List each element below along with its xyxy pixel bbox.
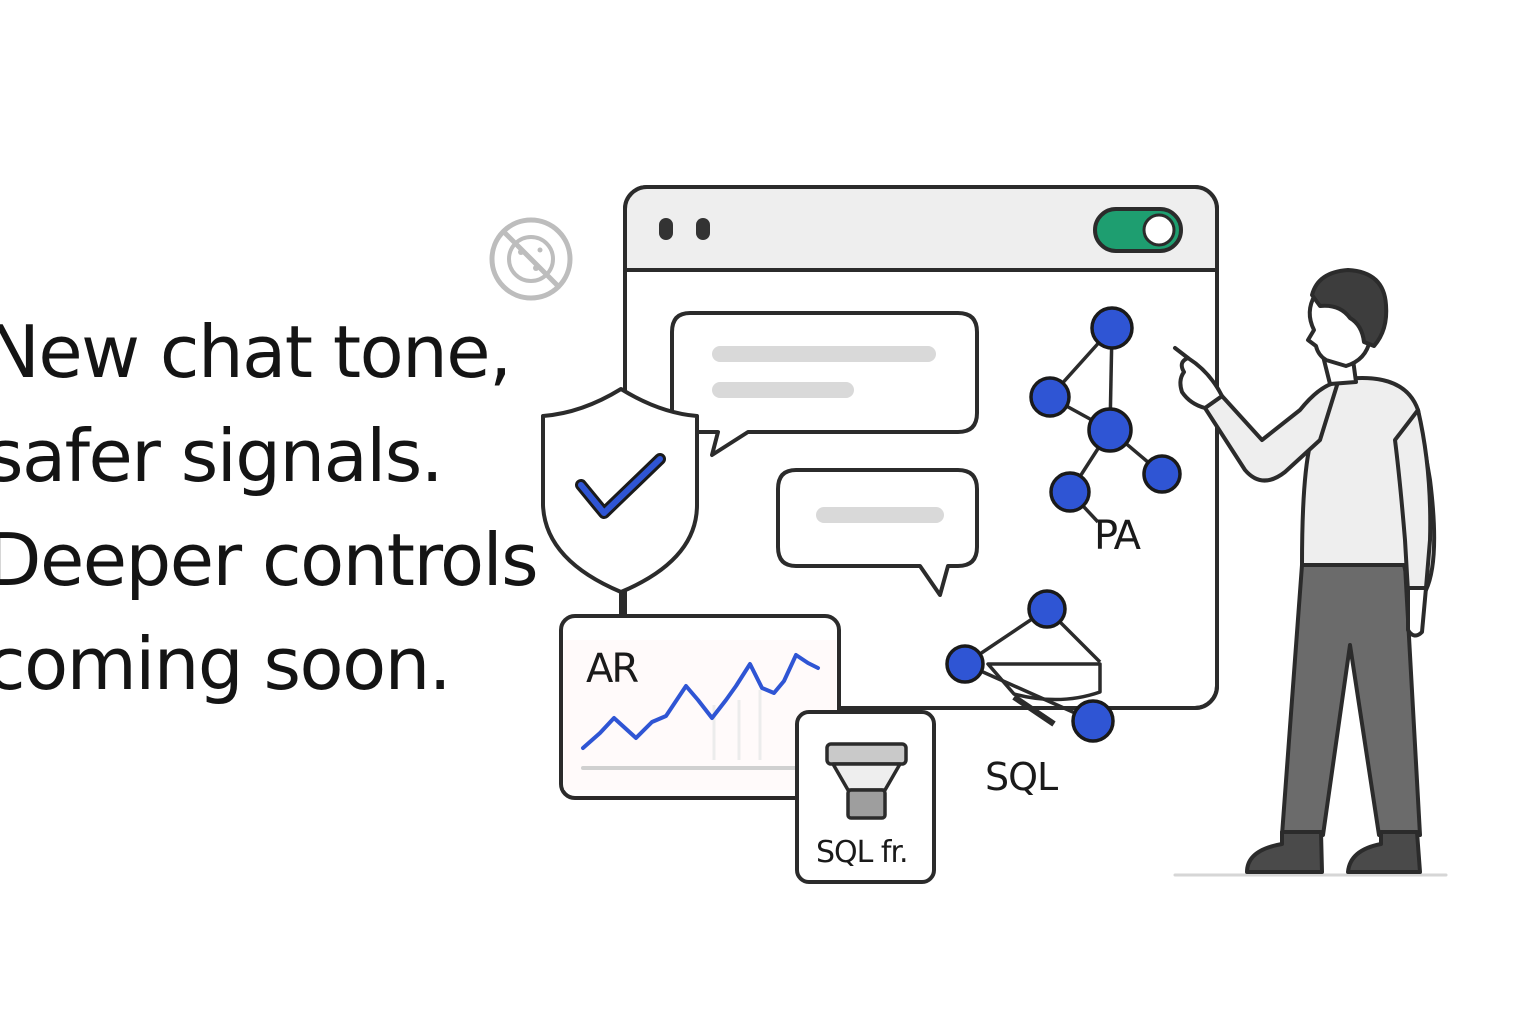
- person-figure: [1173, 268, 1448, 877]
- network-graph-pa: PA: [1029, 306, 1182, 559]
- chart-card-label: AR: [586, 646, 638, 692]
- graph-label-pa: PA: [1094, 513, 1142, 559]
- chat-bubble-incoming: [670, 311, 979, 457]
- chat-bubble-outgoing: [776, 468, 979, 597]
- no-cookies-icon: [489, 217, 573, 301]
- chart-card-ar: AR: [559, 614, 841, 800]
- headline-line-2: safer signals.: [0, 414, 444, 498]
- filter-card-label: SQL fr.: [816, 835, 908, 870]
- network-graph-sql: SQL: [945, 589, 1115, 799]
- headline-line-1: New chat tone,: [0, 310, 512, 394]
- window-dot-2: [696, 218, 710, 240]
- toggle-switch[interactable]: [1093, 207, 1183, 253]
- filter-funnel-icon: [825, 742, 908, 820]
- filter-card: SQL fr.: [795, 710, 936, 884]
- graph-label-sql: SQL: [985, 755, 1058, 799]
- headline-line-4: coming soon.: [0, 622, 452, 706]
- headline-line-3: Deeper controls: [0, 518, 539, 602]
- window-dot-1: [659, 218, 673, 240]
- headline: New chat tone, safer signals. Deeper con…: [0, 300, 539, 716]
- shield-check-icon: [541, 387, 699, 616]
- chart-trend-line: [581, 653, 820, 750]
